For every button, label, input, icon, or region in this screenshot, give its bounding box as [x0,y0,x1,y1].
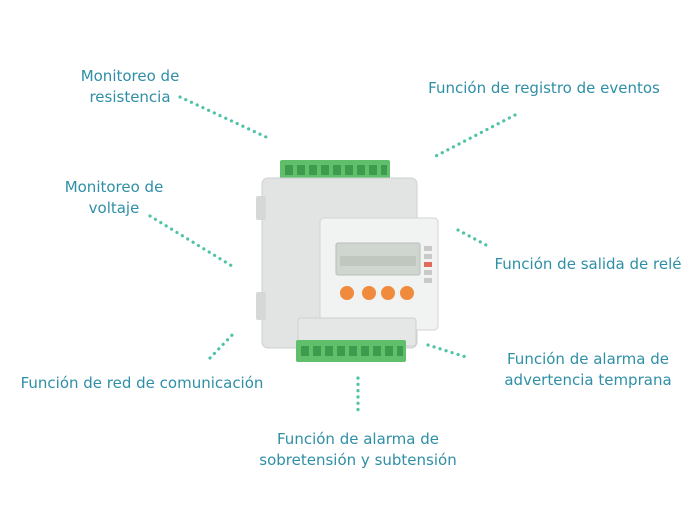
label-line: sobretensión y subtensión [259,451,457,469]
label-line: advertencia temprana [504,371,672,389]
label-line: voltaje [88,199,140,217]
leader-voltage [148,214,234,268]
device-button-2 [362,286,376,300]
label-communication-network: Función de red de comunicación [12,373,272,394]
label-line: Función de alarma de [507,350,669,368]
meter-device-icon [256,160,439,362]
device-button-1 [340,286,354,300]
leader-relay [456,228,490,248]
leader-event-log [430,113,517,160]
label-line: resistencia [89,88,171,106]
label-line: Función de registro de eventos [428,79,660,97]
label-line: Función de red de comunicación [20,374,264,392]
label-event-log: Función de registro de eventos [418,78,670,99]
label-over-under-voltage-alarm: Función de alarma de sobretensión y subt… [236,429,480,471]
leader-comm [208,330,237,360]
leader-early-warning [426,343,468,359]
label-voltage-monitoring: Monitoreo de voltaje [44,177,184,219]
label-line: Monitoreo de [80,67,180,85]
label-relay-output: Función de salida de relé [488,254,688,275]
label-resistance-monitoring: Monitoreo de resistencia [60,66,200,108]
device-button-4 [400,286,414,300]
label-line: Monitoreo de [64,178,164,196]
label-line: Función de alarma de [277,430,439,448]
device-button-3 [381,286,395,300]
label-early-warning-alarm: Función de alarma de advertencia tempran… [488,349,688,391]
label-line: Función de salida de relé [494,255,682,273]
